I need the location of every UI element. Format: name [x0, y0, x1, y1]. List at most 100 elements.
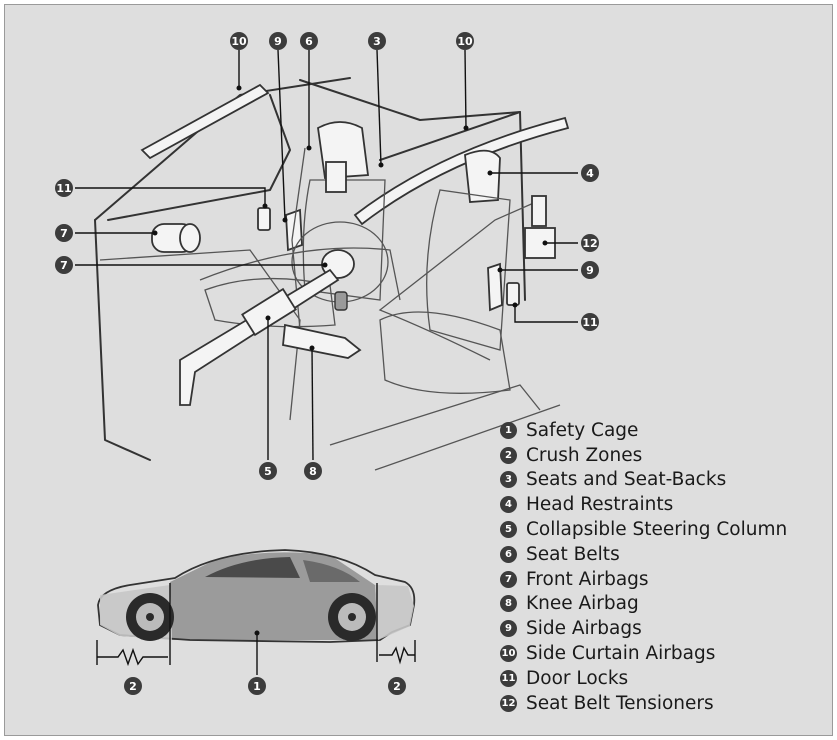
callout-bottom-steering-column: 5: [259, 462, 277, 480]
legend-label: Crush Zones: [526, 444, 643, 466]
legend-label: Safety Cage: [526, 419, 639, 441]
rear-crush-zone: [375, 585, 414, 640]
svg-text:2: 2: [393, 680, 401, 693]
callout-right-head-restraint: 4: [581, 164, 599, 182]
dashboard: [199, 247, 401, 301]
legend-number: 9: [500, 620, 517, 638]
legend-label: Seat Belt Tensioners: [526, 692, 714, 714]
leader-lines: [75, 49, 578, 461]
svg-text:12: 12: [582, 237, 597, 250]
callout-top-curtain-left: 10: [230, 32, 248, 50]
cabin-drawing: [94, 77, 570, 471]
curtain-airbag-left: [140, 83, 270, 160]
legend-number: 7: [500, 570, 517, 588]
callout-right-tensioner: 12: [581, 234, 599, 252]
door-panel: [99, 249, 301, 421]
roof-edge: [299, 79, 521, 121]
floor-line: [329, 384, 541, 446]
front-crush-dimension: [96, 640, 168, 667]
driver-door-lock: [506, 282, 520, 306]
callout-top-curtain-right: 10: [456, 32, 474, 50]
callout-car-crush-front: 2: [124, 677, 142, 695]
legend-number: 12: [500, 694, 517, 712]
callout-left-door-lock: 11: [55, 179, 73, 197]
curtain-airbag-right: [353, 116, 570, 226]
callout-car-safety-cage: 1: [248, 677, 266, 695]
rear-wheel: [328, 593, 376, 641]
steering-column: [179, 268, 340, 406]
driver-seat-belt: [378, 197, 546, 361]
legend-label: Front Airbags: [526, 568, 649, 590]
driver-tensioner: [524, 195, 556, 259]
window-edge: [107, 94, 291, 221]
svg-text:4: 4: [586, 167, 594, 180]
car-side-view: [96, 549, 416, 675]
legend-number: 1: [500, 421, 517, 439]
driver-seat-back: [426, 189, 511, 351]
car-window: [205, 557, 300, 578]
car-rear-window: [303, 560, 360, 582]
legend-number: 2: [500, 446, 517, 464]
callout-right-door-lock: 11: [581, 313, 599, 331]
callout-top-side-airbag: 9: [269, 32, 287, 50]
legend-number: 3: [500, 471, 517, 489]
svg-text:10: 10: [231, 35, 247, 48]
callout-bottom-knee-airbag: 8: [304, 462, 322, 480]
passenger-front-airbag: [151, 223, 201, 253]
sill-line: [374, 404, 561, 471]
column-collar: [241, 287, 297, 337]
legend-number: 5: [500, 521, 517, 539]
legend-item: 3 Seats and Seat-Backs: [500, 468, 787, 493]
legend-label: Head Restraints: [526, 494, 674, 516]
svg-text:11: 11: [56, 182, 71, 195]
driver-head-restraint: [464, 149, 501, 203]
b-pillar: [379, 111, 526, 301]
legend: 1 Safety Cage 2 Crush Zones 3 Seats and Sea…: [500, 418, 787, 716]
driver-side-airbag: [487, 262, 503, 312]
callout-left-front-airbag-driver: 7: [55, 256, 73, 274]
svg-text:7: 7: [60, 259, 68, 272]
front-wheel: [126, 593, 174, 641]
legend-label: Collapsible Steering Column: [526, 519, 788, 541]
legend-item: 5 Collapsible Steering Column: [500, 517, 787, 542]
legend-label: Seat Belts: [526, 543, 620, 565]
svg-text:2: 2: [129, 680, 137, 693]
svg-text:11: 11: [582, 316, 597, 329]
legend-label: Side Airbags: [526, 618, 642, 640]
svg-text:5: 5: [264, 465, 272, 478]
car-body: [97, 549, 416, 643]
svg-text:3: 3: [373, 35, 381, 48]
passenger-door-lock: [257, 207, 271, 231]
legend-number: 10: [500, 645, 517, 663]
svg-text:9: 9: [274, 35, 282, 48]
legend-number: 11: [500, 669, 517, 687]
legend-item: 8 Knee Airbag: [500, 592, 787, 617]
svg-text:6: 6: [305, 35, 313, 48]
legend-item: 12 Seat Belt Tensioners: [500, 691, 787, 716]
passenger-tensioner: [325, 161, 347, 193]
svg-text:1: 1: [253, 680, 261, 693]
passenger-seat-back: [302, 179, 386, 301]
rear-crush-dimension: [379, 640, 416, 665]
callout-top-seat: 3: [368, 32, 386, 50]
legend-item: 4 Head Restraints: [500, 492, 787, 517]
callout-left-front-airbag-passenger: 7: [55, 224, 73, 242]
legend-number: 6: [500, 545, 517, 563]
svg-text:8: 8: [309, 465, 317, 478]
svg-text:10: 10: [457, 35, 473, 48]
legend-number: 8: [500, 595, 517, 613]
door-frame-front: [94, 219, 151, 461]
knee-airbag: [282, 323, 362, 359]
callout-car-crush-rear: 2: [388, 677, 406, 695]
legend-item: 2 Crush Zones: [500, 443, 787, 468]
legend-item: 1 Safety Cage: [500, 418, 787, 443]
legend-label: Seats and Seat-Backs: [526, 469, 727, 491]
callout-top-seat-belt: 6: [300, 32, 318, 50]
gear-lever: [334, 291, 348, 311]
driver-cushion: [379, 311, 511, 394]
legend-label: Knee Airbag: [526, 593, 639, 615]
legend-number: 4: [500, 496, 517, 514]
